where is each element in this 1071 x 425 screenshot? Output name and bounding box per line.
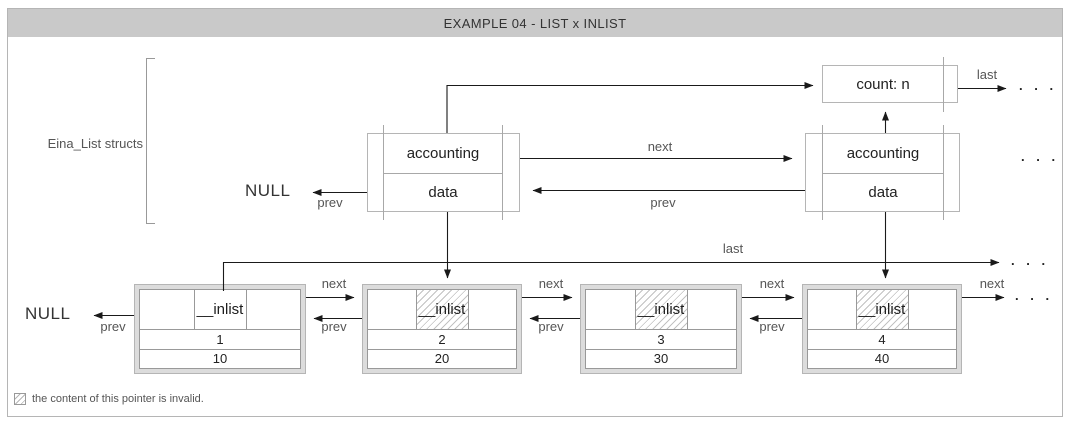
invalid-pointer-swatch-icon — [14, 393, 26, 405]
node-index: 2 — [368, 330, 516, 350]
inlist-pointer-label: __inlist — [196, 301, 244, 318]
last-label-bottom: last — [722, 241, 744, 256]
null-label-top: NULL — [245, 181, 291, 200]
inlist-pointer-row: __inlist — [586, 290, 736, 330]
group-bracket — [146, 58, 155, 224]
inlist-pointer-row: __inlist — [808, 290, 956, 330]
eina-list-struct-box-2 — [805, 133, 960, 212]
node-value: 30 — [653, 351, 669, 367]
pointer-cell — [195, 290, 247, 329]
prev-label-3: prev — [759, 319, 785, 334]
inlist-pointer-label: __inlist — [858, 301, 906, 318]
next-label-1: next — [321, 276, 347, 291]
pointer-cell — [635, 290, 688, 329]
inlist-pointer-row: __inlist — [368, 290, 516, 330]
ellipsis-struct-next: . . . — [1021, 149, 1060, 164]
node-index: 3 — [586, 330, 736, 350]
legend-text: the content of this pointer is invalid. — [32, 393, 204, 405]
title-bar: EXAMPLE 04 - LIST x INLIST — [8, 9, 1062, 37]
next-label-struct: next — [647, 139, 673, 154]
node-value: 40 — [874, 351, 890, 367]
prev-label-1: prev — [321, 319, 347, 334]
prev-label-struct: prev — [650, 195, 676, 210]
inlist-node-4: __inlist 4 40 — [802, 284, 962, 374]
null-label-bottom: NULL — [25, 304, 71, 323]
legend: the content of this pointer is invalid. — [14, 393, 204, 405]
prev-label-null-bottom: prev — [100, 319, 126, 334]
inlist-node-1: __inlist 1 10 — [134, 284, 306, 374]
ellipsis-count-last: . . . — [1019, 78, 1058, 93]
inlist-pointer-label: __inlist — [637, 301, 685, 318]
inlist-pointer-label: __inlist — [418, 301, 466, 318]
next-label-4: next — [979, 276, 1005, 291]
node-index: 1 — [140, 330, 300, 350]
inlist-node-3: __inlist 3 30 — [580, 284, 742, 374]
eina-list-structs-label: Eina_List structs — [47, 136, 143, 151]
struct2-data-cell: data — [868, 184, 898, 201]
diagram-title: EXAMPLE 04 - LIST x INLIST — [443, 15, 627, 31]
ellipsis-inlist-last: . . . — [1011, 253, 1050, 268]
count-label: count: n — [856, 75, 910, 93]
eina-list-struct-box-1 — [367, 133, 520, 212]
pointer-cell — [856, 290, 909, 329]
node-value: 10 — [212, 351, 228, 367]
last-label-top: last — [976, 67, 998, 82]
ellipsis-next-4: . . . — [1015, 288, 1054, 303]
prev-label-2: prev — [538, 319, 564, 334]
next-label-2: next — [538, 276, 564, 291]
next-label-3: next — [759, 276, 785, 291]
struct1-accounting-cell: accounting — [406, 144, 480, 162]
node-index: 4 — [808, 330, 956, 350]
prev-label-null-top: prev — [317, 195, 343, 210]
node-value: 20 — [434, 351, 450, 367]
pointer-cell — [416, 290, 469, 329]
struct2-accounting-cell: accounting — [846, 144, 920, 162]
inlist-pointer-row: __inlist — [140, 290, 300, 330]
count-box — [822, 65, 958, 103]
struct1-data-cell: data — [428, 184, 458, 201]
inlist-node-2: __inlist 2 20 — [362, 284, 522, 374]
